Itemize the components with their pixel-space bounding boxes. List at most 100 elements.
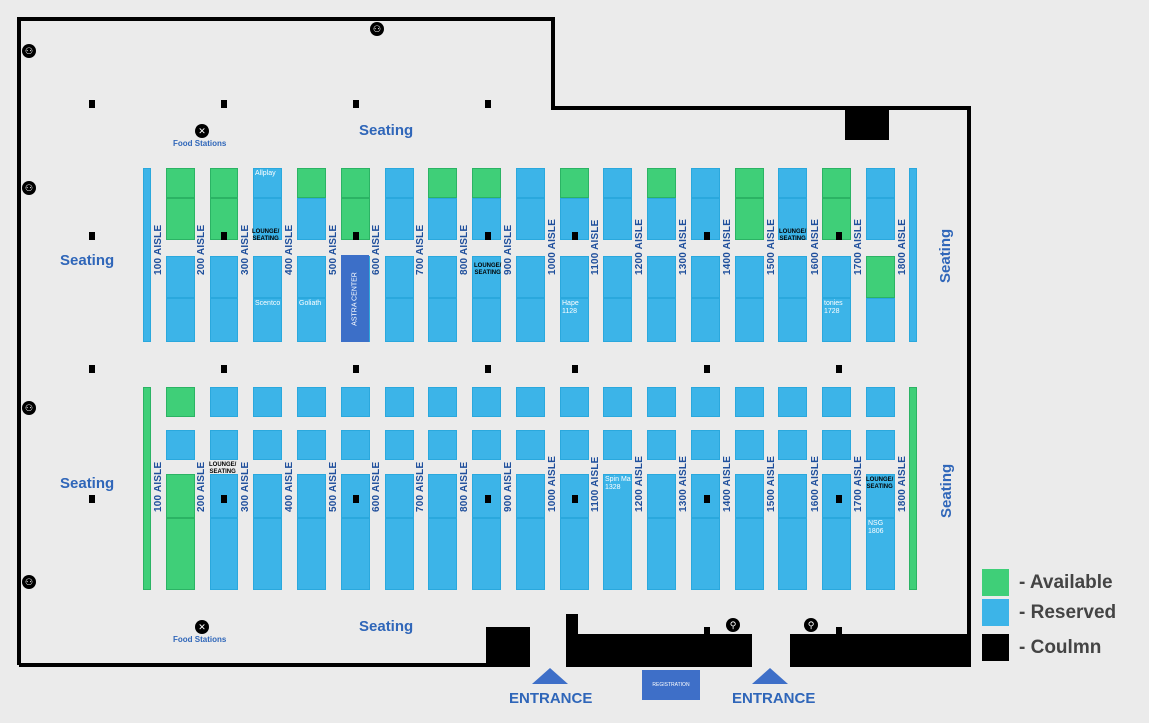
booth-reserved[interactable]: NSG 1806 (866, 518, 895, 590)
booth-reserved[interactable]: Hape 1128 (560, 298, 589, 342)
booth-reserved[interactable] (297, 256, 326, 298)
booth-reserved[interactable] (385, 474, 414, 518)
booth-reserved[interactable]: tonies 1728 (822, 298, 851, 342)
booth-reserved[interactable] (253, 198, 282, 240)
booth-reserved[interactable] (516, 387, 545, 417)
booth-reserved[interactable] (297, 430, 326, 460)
booth-reserved[interactable] (472, 387, 501, 417)
booth-reserved[interactable] (735, 298, 764, 342)
booth-reserved[interactable]: Scentco (253, 298, 282, 342)
booth-available[interactable] (210, 168, 238, 198)
booth-available[interactable] (647, 168, 676, 198)
astra-center-booth[interactable]: ASTRA CENTER (341, 255, 369, 342)
booth-reserved[interactable] (822, 256, 851, 298)
booth-reserved[interactable] (778, 518, 807, 590)
booth-reserved[interactable] (778, 430, 807, 460)
booth-reserved[interactable] (691, 387, 720, 417)
booth-reserved[interactable] (560, 518, 589, 590)
booth-available[interactable] (166, 198, 195, 240)
booth-available[interactable] (297, 168, 326, 198)
booth-reserved[interactable] (866, 298, 895, 342)
booth-reserved[interactable] (647, 298, 676, 342)
booth-reserved[interactable] (428, 298, 457, 342)
booth-reserved[interactable] (210, 298, 238, 342)
booth-reserved[interactable] (428, 474, 457, 518)
booth-reserved[interactable] (647, 256, 676, 298)
booth-reserved[interactable] (166, 298, 195, 342)
booth-available[interactable] (735, 198, 764, 240)
booth-reserved[interactable] (778, 198, 807, 240)
booth-reserved[interactable] (866, 198, 895, 240)
booth-reserved[interactable] (210, 256, 238, 298)
booth-reserved[interactable] (866, 430, 895, 460)
booth-reserved[interactable] (647, 430, 676, 460)
booth-available[interactable] (735, 168, 764, 198)
booth-reserved[interactable]: Spin Master 1328 (603, 474, 632, 590)
booth-available[interactable] (866, 256, 895, 298)
booth-reserved[interactable] (691, 256, 720, 298)
booth-reserved[interactable] (516, 474, 545, 518)
booth-reserved[interactable] (385, 256, 414, 298)
booth-reserved[interactable]: Allplay (253, 168, 282, 198)
booth-reserved[interactable] (253, 474, 282, 518)
booth-reserved[interactable] (560, 198, 589, 240)
booth-reserved[interactable] (297, 518, 326, 590)
booth-reserved[interactable] (691, 298, 720, 342)
booth-reserved[interactable] (735, 474, 764, 518)
booth-reserved[interactable] (516, 168, 545, 198)
booth-reserved[interactable] (822, 387, 851, 417)
booth-reserved[interactable] (647, 198, 676, 240)
booth-available[interactable] (428, 168, 457, 198)
booth-reserved[interactable] (428, 198, 457, 240)
booth-reserved[interactable] (341, 518, 370, 590)
booth-reserved[interactable] (166, 256, 195, 298)
booth-reserved[interactable] (143, 168, 151, 342)
booth-reserved[interactable] (691, 518, 720, 590)
booth-reserved[interactable] (603, 168, 632, 198)
booth-reserved[interactable] (560, 474, 589, 518)
booth-reserved[interactable] (647, 518, 676, 590)
booth-reserved[interactable] (166, 430, 195, 460)
booth-available[interactable] (166, 168, 195, 198)
booth-reserved[interactable] (778, 474, 807, 518)
booth-reserved[interactable] (647, 474, 676, 518)
booth-reserved[interactable] (603, 298, 632, 342)
booth-reserved[interactable] (560, 256, 589, 298)
booth-reserved[interactable] (516, 256, 545, 298)
booth-reserved[interactable] (385, 518, 414, 590)
booth-reserved[interactable] (603, 198, 632, 240)
booth-available[interactable] (909, 387, 917, 590)
booth-reserved[interactable] (822, 430, 851, 460)
booth-reserved[interactable] (297, 198, 326, 240)
booth-available[interactable] (341, 168, 370, 198)
booth-reserved[interactable] (822, 518, 851, 590)
booth-available[interactable] (166, 387, 195, 417)
booth-reserved[interactable] (253, 518, 282, 590)
booth-reserved[interactable] (297, 474, 326, 518)
booth-available[interactable] (166, 474, 195, 518)
booth-available[interactable] (143, 387, 151, 590)
booth-reserved[interactable] (253, 430, 282, 460)
booth-reserved[interactable] (472, 518, 501, 590)
booth-reserved[interactable] (385, 387, 414, 417)
booth-available[interactable] (472, 168, 501, 198)
booth-reserved[interactable] (472, 430, 501, 460)
booth-reserved[interactable] (691, 168, 720, 198)
booth-reserved[interactable] (385, 168, 414, 198)
booth-reserved[interactable] (866, 387, 895, 417)
booth-reserved[interactable] (385, 430, 414, 460)
booth-reserved[interactable] (428, 430, 457, 460)
booth-reserved[interactable] (778, 387, 807, 417)
booth-reserved[interactable] (866, 168, 895, 198)
booth-reserved[interactable] (341, 387, 370, 417)
booth-reserved[interactable] (909, 168, 917, 342)
booth-reserved[interactable] (778, 168, 807, 198)
booth-reserved[interactable] (516, 430, 545, 460)
booth-reserved[interactable] (428, 387, 457, 417)
booth-reserved[interactable] (253, 387, 282, 417)
booth-reserved[interactable] (516, 298, 545, 342)
booth-reserved[interactable] (735, 430, 764, 460)
booth-reserved[interactable] (735, 387, 764, 417)
booth-reserved[interactable] (603, 256, 632, 298)
booth-reserved[interactable] (778, 256, 807, 298)
